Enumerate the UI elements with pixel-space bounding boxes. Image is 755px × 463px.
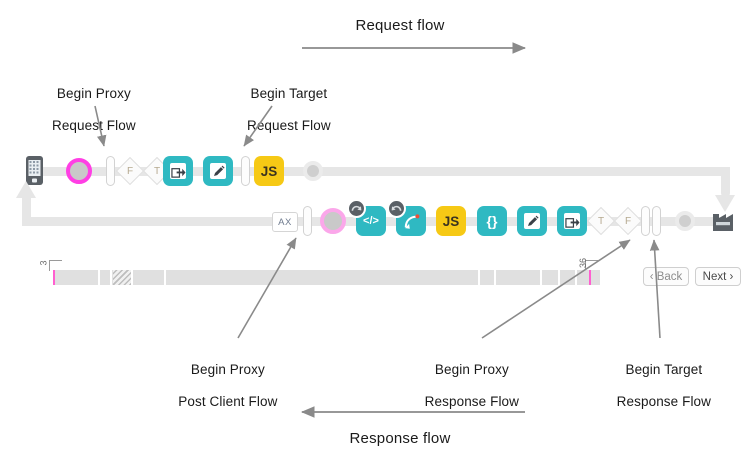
flow-separator-3[interactable] — [303, 206, 312, 236]
timeline-div-4 — [164, 270, 166, 285]
pencil-icon — [524, 213, 540, 229]
policy-javascript-2[interactable]: JS — [436, 206, 466, 236]
callout-begin-proxy-request-flow: Begin Proxy Request Flow — [30, 70, 150, 134]
share-arrow-icon — [564, 213, 580, 229]
share-arrow-icon — [170, 163, 186, 179]
flow-separator-4[interactable] — [641, 206, 650, 236]
callout-line-1: Begin Proxy — [190, 362, 265, 377]
policy-assign-message-2[interactable] — [517, 206, 547, 236]
condition-diamond-f-label: F — [126, 166, 134, 177]
back-button[interactable]: ‹ Back — [643, 267, 689, 286]
callout-begin-proxy-response-flow: Begin Proxy Response Flow — [402, 346, 534, 410]
factory-target-icon — [711, 207, 741, 233]
response-flow-label: Response flow — [349, 430, 451, 447]
target-response-node[interactable] — [675, 211, 695, 231]
revision-badge-2 — [387, 199, 406, 218]
pencil-icon — [210, 163, 226, 179]
timeline-marker-start — [53, 270, 55, 285]
callout-line-2: Request Flow — [246, 118, 331, 133]
timeline-marker-end — [589, 270, 591, 285]
timeline-left-index: 3 — [38, 260, 49, 266]
policy-javascript-label: JS — [260, 163, 278, 179]
timeline-div-7 — [540, 270, 542, 285]
revision-badge-1 — [347, 199, 366, 218]
policy-route-share-2[interactable] — [557, 206, 587, 236]
policy-extract-xml[interactable]: </> — [356, 206, 386, 236]
response-rail-elbow-corner — [22, 217, 62, 226]
timeline-div-2 — [110, 270, 112, 285]
flow-separator-2[interactable] — [241, 156, 250, 186]
callout-line-1: Begin Proxy — [56, 86, 131, 101]
next-button[interactable]: Next › — [695, 267, 741, 286]
timeline-div-6 — [494, 270, 496, 285]
policy-assign-message[interactable] — [203, 156, 233, 186]
policy-extract-xml-label: </> — [363, 215, 379, 227]
condition-diamond-t-label: T — [153, 166, 161, 177]
timeline-left-tick — [49, 260, 62, 271]
proxy-request-start-marker[interactable] — [66, 158, 92, 184]
timeline-track[interactable] — [53, 270, 600, 285]
callout-line-2: Response Flow — [424, 394, 520, 409]
response-rail-elbow-vertical — [22, 190, 31, 226]
timeline-hatched-segment — [113, 270, 131, 285]
timeline-div-3 — [131, 270, 133, 285]
target-request-node[interactable] — [303, 161, 323, 181]
leader-begin-proxy-response-flow — [481, 239, 631, 339]
mobile-device-icon — [22, 155, 48, 187]
callout-line-1: Begin Proxy — [434, 362, 509, 377]
policy-json[interactable]: {} — [477, 206, 507, 236]
request-rail — [40, 167, 730, 176]
leader-begin-target-response-flow — [649, 239, 661, 339]
request-flow-label: Request flow — [355, 17, 445, 34]
timeline-div-1 — [98, 270, 100, 285]
callout-line-1: Begin Target — [625, 362, 703, 377]
condition-diamond-t2-label: T — [597, 216, 605, 227]
condition-diamond-f2-label: F — [624, 216, 632, 227]
post-client-start-marker[interactable] — [320, 208, 346, 234]
timeline-div-5 — [478, 270, 480, 285]
callout-line-2: Request Flow — [51, 118, 136, 133]
timeline-right-index: 36 — [578, 257, 589, 269]
callout-begin-target-response-flow: Begin Target Response Flow — [594, 346, 726, 410]
leader-begin-proxy-post-client-flow — [237, 237, 297, 339]
timeline-div-8 — [558, 270, 560, 285]
policy-javascript[interactable]: JS — [254, 156, 284, 186]
callout-begin-target-request-flow: Begin Target Request Flow — [225, 70, 345, 134]
policy-javascript-2-label: JS — [442, 213, 460, 229]
analytics-ax-box[interactable]: AX — [272, 212, 298, 232]
timeline-div-9 — [575, 270, 577, 285]
callout-line-2: Response Flow — [616, 394, 712, 409]
policy-json-label: {} — [486, 213, 498, 229]
policy-route-share[interactable] — [163, 156, 193, 186]
callout-begin-proxy-post-client-flow: Begin Proxy Post Client Flow — [158, 346, 290, 410]
flow-separator-5[interactable] — [652, 206, 661, 236]
request-rail-elbow-vertical — [721, 167, 730, 197]
callout-line-2: Post Client Flow — [178, 394, 278, 409]
flow-separator-1[interactable] — [106, 156, 115, 186]
route-arrow-icon — [404, 213, 419, 229]
callout-line-1: Begin Target — [250, 86, 328, 101]
